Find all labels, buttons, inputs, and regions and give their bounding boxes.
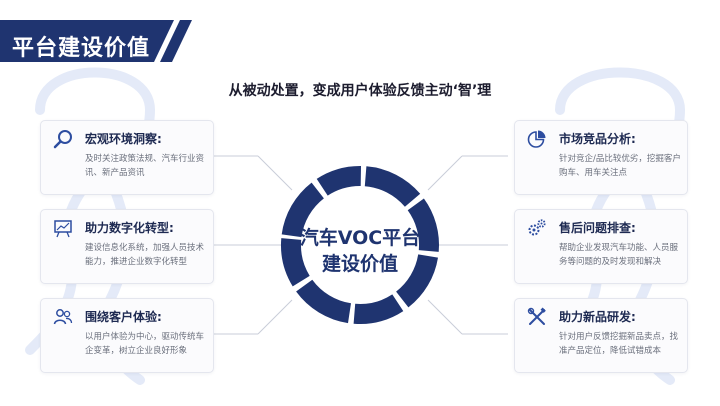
pie-chart-icon (527, 130, 546, 148)
ring-segment (353, 294, 404, 324)
card-body: 针对竞企/品比较优劣，挖掘客户购车、用车关注点 (559, 154, 681, 178)
ring-segment (316, 165, 361, 196)
card-title: 围绕客户体验: (85, 310, 162, 324)
card-body: 帮助企业发现汽车功能、人员服务等问题的及时发现和解决 (559, 243, 679, 267)
card-title: 助力新品研发: (559, 310, 636, 324)
card-body: 及时关注政策法规、汽车行业资讯、新产品资讯 (85, 154, 205, 178)
ring-segment (396, 254, 438, 308)
card-body: 建设信息化系统，加强人员技术能力，推进企业数字化转型 (85, 243, 205, 267)
card-title: 市场竞品分析: (559, 132, 636, 146)
gears-icon (528, 219, 546, 236)
tools-icon (527, 307, 546, 325)
center-label: 汽车VOC平台 建设价值 (290, 225, 430, 277)
users-icon (53, 309, 73, 325)
card-title: 宏观环境洞察: (85, 132, 162, 146)
page-title: 平台建设价值 (12, 36, 151, 61)
card-title: 售后问题排查: (559, 221, 636, 235)
magnifier-icon (53, 130, 72, 149)
card-title: 助力数字化转型: (85, 221, 174, 235)
card-macro-environment: 宏观环境洞察: 及时关注政策法规、汽车行业资讯、新产品资讯 (40, 120, 214, 195)
ring-segment (280, 238, 310, 287)
card-market-competition: 市场竞品分析: 针对竞企/品比较优劣，挖掘客户购车、用车关注点 (514, 120, 688, 195)
title-bar-background (0, 20, 192, 62)
card-customer-experience: 围绕客户体验: 以用户体验为中心，驱动传统车企变革，树立企业良好形象 (40, 298, 214, 373)
card-digital-transformation: 助力数字化转型: 建设信息化系统，加强人员技术能力，推进企业数字化转型 (40, 209, 214, 284)
card-body: 以用户体验为中心，驱动传统车企变革，树立企业良好形象 (85, 332, 205, 356)
ring-segment (407, 198, 440, 252)
card-new-product: 助力新品研发: 针对用户反馈挖掘新品卖点，找准产品定位，降低试错成本 (514, 298, 688, 373)
center-label-line2: 建设价值 (321, 253, 398, 275)
ring-segment (281, 182, 324, 238)
card-body: 针对用户反馈挖掘新品卖点，找准产品定位，降低试错成本 (559, 332, 679, 356)
presentation-chart-icon (54, 220, 72, 238)
ring-segment (296, 279, 351, 324)
center-label-line1: 汽车VOC平台 (299, 227, 421, 249)
card-after-sales: 售后问题排查: 帮助企业发现汽车功能、人员服务等问题的及时发现和解决 (514, 209, 688, 284)
page-subtitle: 从被动处置，变成用户体验反馈主动‘智’理 (228, 83, 492, 99)
ring-segment (364, 166, 421, 207)
